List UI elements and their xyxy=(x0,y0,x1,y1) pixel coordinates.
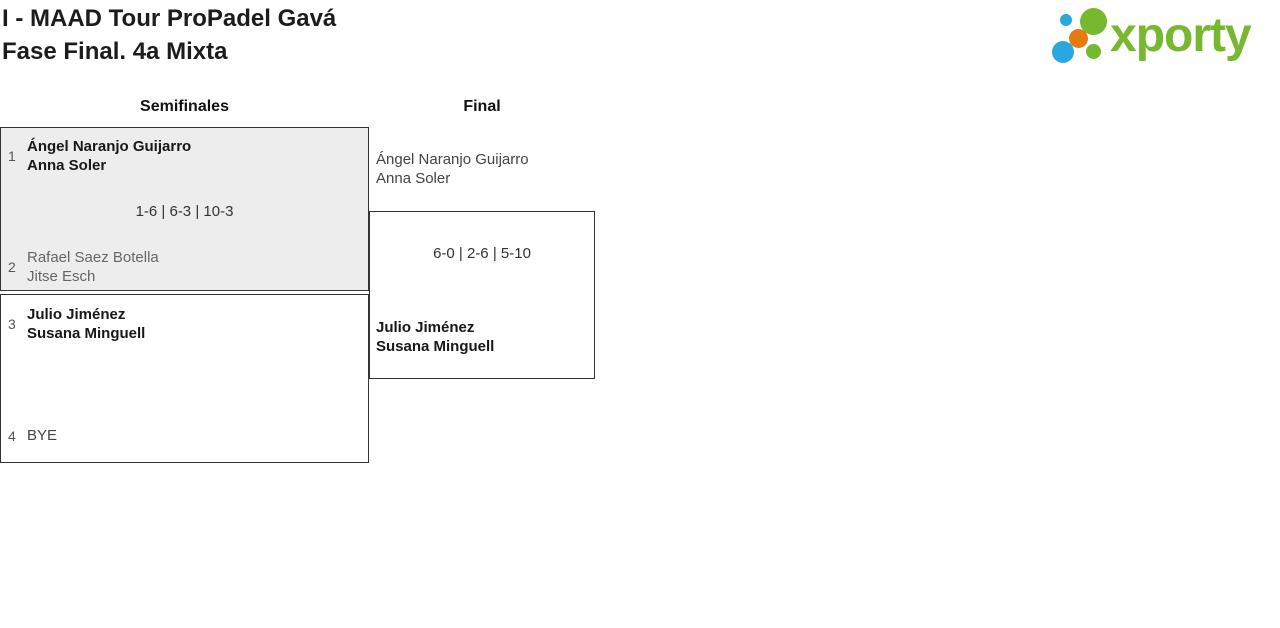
player-name: Julio Jiménez xyxy=(376,319,475,336)
team-row: Julio Jiménez Susana Minguell xyxy=(376,318,494,356)
seed-number: 3 xyxy=(8,316,16,332)
logo-dot-icon xyxy=(1069,29,1088,48)
player-name: Susana Minguell xyxy=(27,325,146,342)
page-title-line2: Fase Final. 4a Mixta xyxy=(2,38,228,65)
semifinal-match-2-box[interactable]: 3 Julio Jiménez Susana Minguell 4 BYE xyxy=(0,294,369,463)
seed-number: 2 xyxy=(8,259,16,275)
player-name: Anna Soler xyxy=(27,157,107,174)
logo-dot-icon xyxy=(1086,44,1101,59)
team-row: 2 Rafael Saez Botella Jitse Esch xyxy=(1,248,159,286)
match-score: 6-0 | 2-6 | 5-10 xyxy=(433,245,531,262)
semifinal-match-1-box[interactable]: 1 Ángel Naranjo Guijarro Anna Soler 1-6 … xyxy=(0,127,369,291)
team-names: Ángel Naranjo Guijarro Anna Soler xyxy=(27,137,191,175)
logo-dot-icon xyxy=(1060,14,1072,26)
team-row: 4 BYE xyxy=(1,426,57,445)
team-row: 3 Julio Jiménez Susana Minguell xyxy=(1,305,145,343)
final-match-box[interactable]: 6-0 | 2-6 | 5-10 Julio Jiménez Susana Mi… xyxy=(369,211,595,379)
team-names: Julio Jiménez Susana Minguell xyxy=(376,318,494,356)
match-score: 1-6 | 6-3 | 10-3 xyxy=(135,203,234,220)
player-name: Rafael Saez Botella xyxy=(27,249,159,266)
seed-number: 1 xyxy=(8,148,16,164)
round-header-semifinales: Semifinales xyxy=(140,98,229,115)
player-name: Jitse Esch xyxy=(27,268,96,285)
team-names: Julio Jiménez Susana Minguell xyxy=(27,305,145,343)
logo-wordmark: xporty xyxy=(1110,9,1252,62)
logo-dot-icon xyxy=(1052,41,1074,63)
seed-number: 4 xyxy=(8,427,16,444)
final-team-top-names: Ángel Naranjo Guijarro Anna Soler xyxy=(376,150,529,188)
xporty-logo[interactable]: xporty xyxy=(1048,2,1278,72)
player-name: Anna Soler xyxy=(376,170,451,187)
round-header-final: Final xyxy=(463,98,501,115)
page-title-line1: I - MAAD Tour ProPadel Gavá xyxy=(2,5,337,32)
bye-label: BYE xyxy=(27,427,58,444)
page-title: I - MAAD Tour ProPadel Gavá Fase Final. … xyxy=(2,2,336,68)
player-name: Ángel Naranjo Guijarro xyxy=(376,151,529,168)
player-name: Julio Jiménez xyxy=(27,306,126,323)
team-row: 1 Ángel Naranjo Guijarro Anna Soler xyxy=(1,137,191,175)
team-names: Rafael Saez Botella Jitse Esch xyxy=(27,248,159,286)
player-name: Susana Minguell xyxy=(376,338,495,355)
player-name: Ángel Naranjo Guijarro xyxy=(27,138,192,155)
